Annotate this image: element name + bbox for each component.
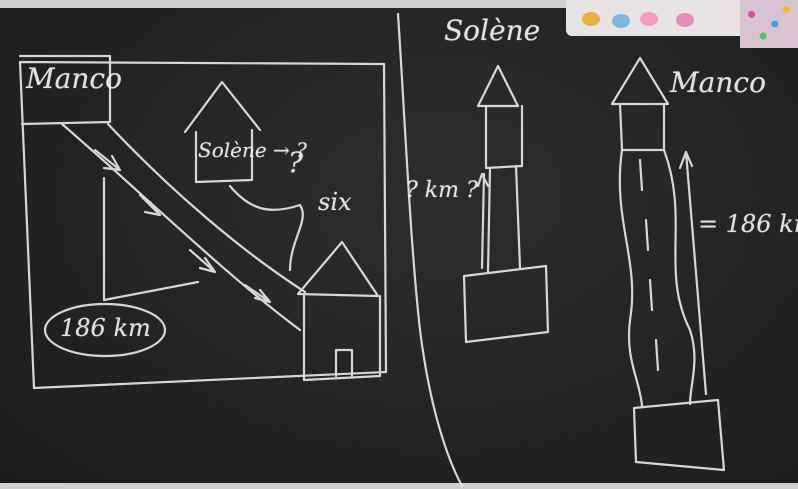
manco-tower-label: Manco: [670, 66, 766, 99]
arrow-icon: [95, 150, 120, 170]
house-roof-icon: [298, 242, 378, 296]
distance-label: 186 km: [60, 314, 151, 342]
arrow-up-icon: [478, 174, 488, 268]
arrow-icon: [245, 285, 270, 302]
tower-top-icon: [486, 106, 522, 168]
question-mark: ?: [288, 146, 303, 179]
shortcut-line: [104, 178, 198, 300]
house-icon: [185, 82, 260, 182]
tower-road-left: [620, 150, 642, 406]
six-label: six: [318, 188, 352, 216]
tower-base: [634, 400, 724, 470]
divider-line: [398, 14, 462, 486]
arrow-icon: [140, 195, 160, 215]
solene-distance-label: ? km ?: [406, 178, 478, 203]
tower-base: [464, 266, 548, 342]
house-body-icon: [304, 296, 380, 380]
arrow-icon: [190, 250, 215, 272]
tower-roof-icon: [612, 58, 668, 104]
door-icon: [336, 350, 352, 376]
tower-top-icon: [620, 104, 664, 150]
tower-shaft: [488, 166, 520, 272]
manco-label: Manco: [26, 62, 122, 95]
road-centerline: [640, 160, 658, 370]
arrow-up-icon: [680, 152, 706, 394]
tower-roof-icon: [478, 66, 518, 106]
manco-distance-label: = 186 km: [698, 210, 798, 238]
curvy-path: [230, 186, 303, 270]
solene-tower-label: Solène: [444, 14, 540, 47]
